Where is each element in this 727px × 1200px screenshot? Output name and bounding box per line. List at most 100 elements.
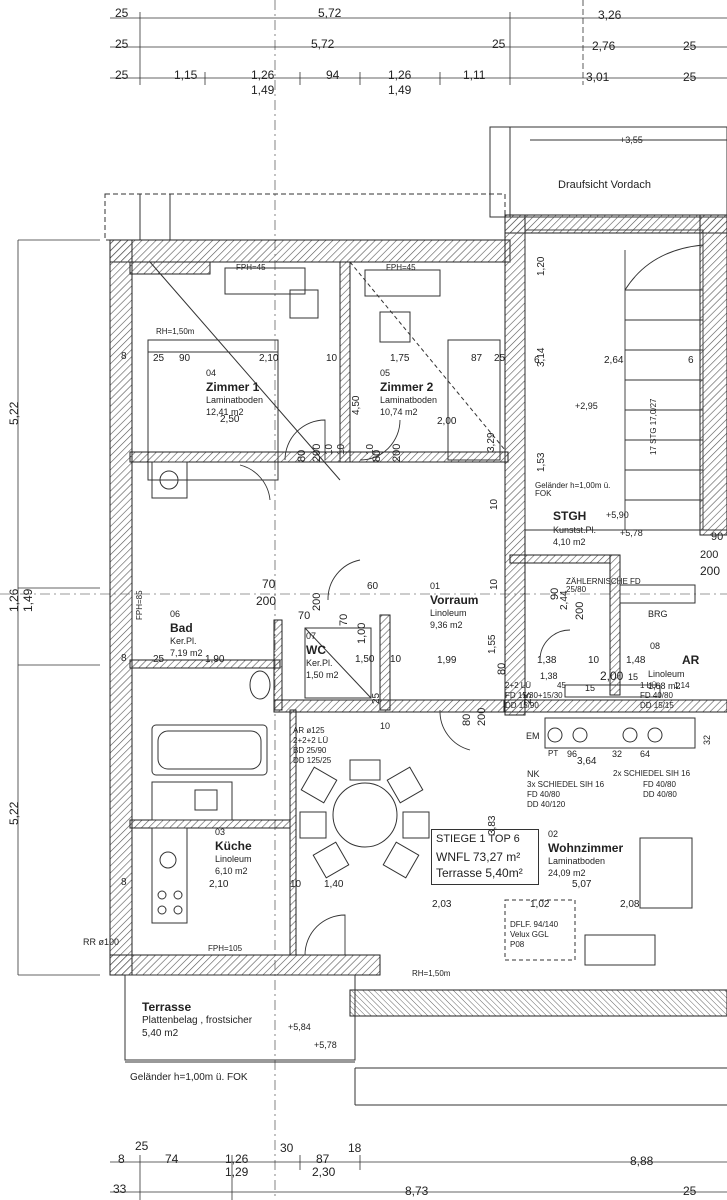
height-mark-stgh: +5,90	[606, 510, 629, 520]
room-zimmer2-name: Zimmer 2	[380, 380, 434, 394]
meter-niche-label: ZÄHLERNISCHE FD 25/80	[566, 577, 641, 594]
room-zimmer2-number: 05	[380, 368, 391, 378]
room-wohnzimmer-name: Wohnzimmer	[548, 841, 624, 855]
dim-int-42: 70	[262, 577, 276, 591]
fph-label-4: FPH=105	[208, 944, 243, 953]
dim-left-1: 5,22	[7, 401, 21, 425]
dim-bottom-1-j: 8,88	[630, 1154, 654, 1168]
schiedel-l-3: DD 40/120	[527, 800, 566, 809]
room-wc-area: 1,50 m2	[306, 670, 339, 680]
dim-int-16: 1,90	[205, 654, 225, 665]
dim-top-3-f: 1,26	[388, 68, 412, 82]
room-vorraum-area: 9,36 m2	[430, 620, 463, 630]
room-zimmer2-area: 10,74 m2	[380, 407, 418, 417]
room-kueche-number: 03	[215, 827, 226, 837]
dim-int-24: 2,03	[432, 899, 452, 910]
dim-int-46: 80	[461, 713, 473, 726]
vent-line-3: DD 125/25	[293, 756, 332, 765]
vent-line-2: BD 25/90	[293, 746, 327, 755]
dim-int-33: 1,53	[536, 452, 547, 472]
vent-wz-3: DD 15/90	[505, 701, 539, 710]
dim-top-3-i: 3,01	[586, 70, 610, 84]
walls	[109, 214, 727, 1017]
misc-num-6: 15	[628, 672, 639, 682]
dim-int-38: 80	[296, 449, 308, 462]
dim-bottom-1-g: 87	[316, 1152, 330, 1166]
schiedel-r-3: DD 40/80	[643, 790, 677, 799]
dim-int-26: 2,08	[620, 899, 640, 910]
dim-left-2: 1,26	[7, 588, 21, 612]
room-kueche-floor: Linoleum	[215, 854, 252, 864]
height-mark-terrace: +5,84	[288, 1022, 311, 1032]
schiedel-l-2: FD 40/80	[527, 790, 560, 799]
skylight-2: Velux GGL	[510, 930, 549, 939]
dim-int-14: 8	[121, 653, 127, 664]
room-wohnzimmer-area: 24,09 m2	[548, 868, 586, 878]
schiedel-r-1: 2x SCHIEDEL SIH 16	[613, 769, 691, 778]
dim-int-56: 10	[336, 443, 347, 455]
dim-int-37: 60	[367, 581, 379, 592]
room-wohnzimmer-number: 02	[548, 829, 559, 839]
dim-int-13: 2,00	[437, 416, 457, 427]
misc-num-7: 10	[380, 721, 391, 731]
dim-bottom-1-e: 1,29	[225, 1165, 249, 1179]
dim-int-57: 10	[324, 443, 335, 455]
summary-box	[431, 829, 539, 885]
dim-int-30: 4,50	[351, 395, 362, 415]
dim-int-60: 25	[371, 692, 382, 704]
dimension-lines-bottom	[110, 1155, 727, 1200]
dim-bottom-2-b: 8,73	[405, 1184, 429, 1198]
dim-top-2-a: 25	[115, 37, 129, 51]
terrace-outline	[124, 974, 727, 1106]
staircase	[524, 229, 727, 531]
room-bad-name: Bad	[170, 621, 193, 635]
dim-bottom-1-c: 74	[165, 1152, 179, 1166]
dim-int-20: 8	[121, 877, 127, 888]
room-ar-number: 08	[650, 641, 661, 651]
height-mark-stgh-2: +5,78	[620, 528, 643, 538]
dim-int-65: 2,00	[600, 669, 624, 683]
dim-int-9: 6	[534, 355, 540, 366]
room-ar-floor: Linoleum	[648, 669, 685, 679]
dim-top-3-j: 25	[683, 70, 697, 84]
dim-top-2-d: 2,76	[592, 39, 616, 53]
dim-int-6: 1,75	[390, 353, 410, 364]
misc-num-8: 200	[700, 564, 721, 578]
dim-int-19: 1,99	[437, 655, 457, 666]
skylight-3: P08	[510, 940, 525, 949]
dim-int-43: 200	[256, 594, 277, 608]
dim-top-2-c: 25	[492, 37, 506, 51]
room-wc-floor: Ker.Pl.	[306, 658, 333, 668]
vent-ar2-4: DD 15/15	[640, 701, 674, 710]
room-bad-area: 7,19 m2	[170, 648, 203, 658]
misc-num-9: 1,38	[540, 671, 558, 681]
vent-ar3-1: 1,14	[674, 681, 690, 690]
vent-wz-1: 2+2 LÜ	[505, 681, 532, 690]
room-vorraum-name: Vorraum	[430, 593, 479, 607]
dim-top-3-e: 94	[326, 68, 340, 82]
vent-ar2-3: FD 40/80	[640, 691, 673, 700]
dim-int-39: 200	[311, 443, 323, 462]
dim-bottom-1-b: 8	[118, 1152, 125, 1166]
nk-label: NK	[527, 769, 540, 779]
dim-int-15: 25	[153, 654, 165, 665]
dim-bottom-1-d: 1,26	[225, 1152, 249, 1166]
room-wc-name: WC	[306, 643, 326, 657]
dim-int-50: 90	[549, 587, 561, 600]
fph-label-2: FPH=45	[386, 263, 416, 272]
dim-int-7: 87	[471, 353, 483, 364]
room-vorraum-number: 01	[430, 581, 441, 591]
dim-int-3: 90	[179, 353, 191, 364]
vent-wz-2: FD 15/30+15/30	[505, 691, 563, 700]
rh-label-bottom: RH=1,50m	[412, 969, 451, 978]
dim-top-3-d: 1,49	[251, 83, 275, 97]
summary-terrasse: Terrasse 5,40m²	[436, 866, 523, 880]
room-bad-floor: Ker.Pl.	[170, 636, 197, 646]
dim-int-32: 1,20	[536, 256, 547, 276]
room-stgh-name: STGH	[553, 509, 587, 523]
room-wc-number: 07	[306, 631, 317, 641]
dim-int-51: 200	[574, 601, 586, 620]
rail-label-stair: Geländer h=1,00m ü. FOK	[535, 481, 611, 498]
dim-bottom-2-c: 25	[683, 1184, 697, 1198]
